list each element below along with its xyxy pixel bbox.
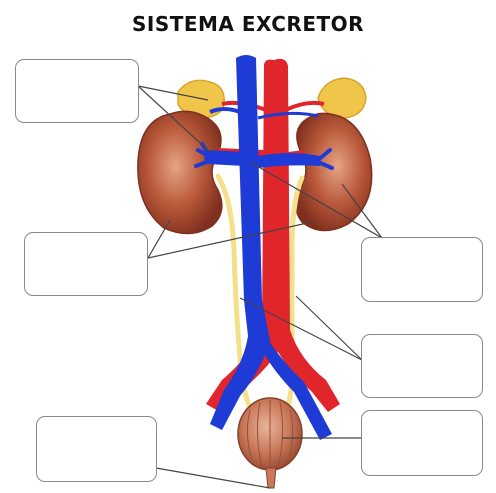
left-kidney: [138, 111, 222, 233]
label-box-right-top[interactable]: [361, 237, 483, 302]
label-box-left-top[interactable]: [15, 59, 139, 123]
right-kidney: [295, 113, 371, 230]
adrenal-vein-left: [210, 109, 240, 112]
leader-line-right-middle-2: [296, 296, 362, 360]
label-box-left-bottom[interactable]: [36, 416, 157, 482]
adrenal-artery-right: [286, 103, 324, 110]
leader-line-left-bottom: [156, 468, 270, 488]
label-box-left-middle[interactable]: [24, 232, 148, 296]
label-box-right-bottom[interactable]: [361, 410, 483, 476]
urethra: [266, 468, 276, 488]
right-adrenal-gland: [318, 78, 366, 118]
leader-line-left-middle-1: [148, 220, 170, 258]
label-box-right-middle[interactable]: [361, 334, 483, 398]
